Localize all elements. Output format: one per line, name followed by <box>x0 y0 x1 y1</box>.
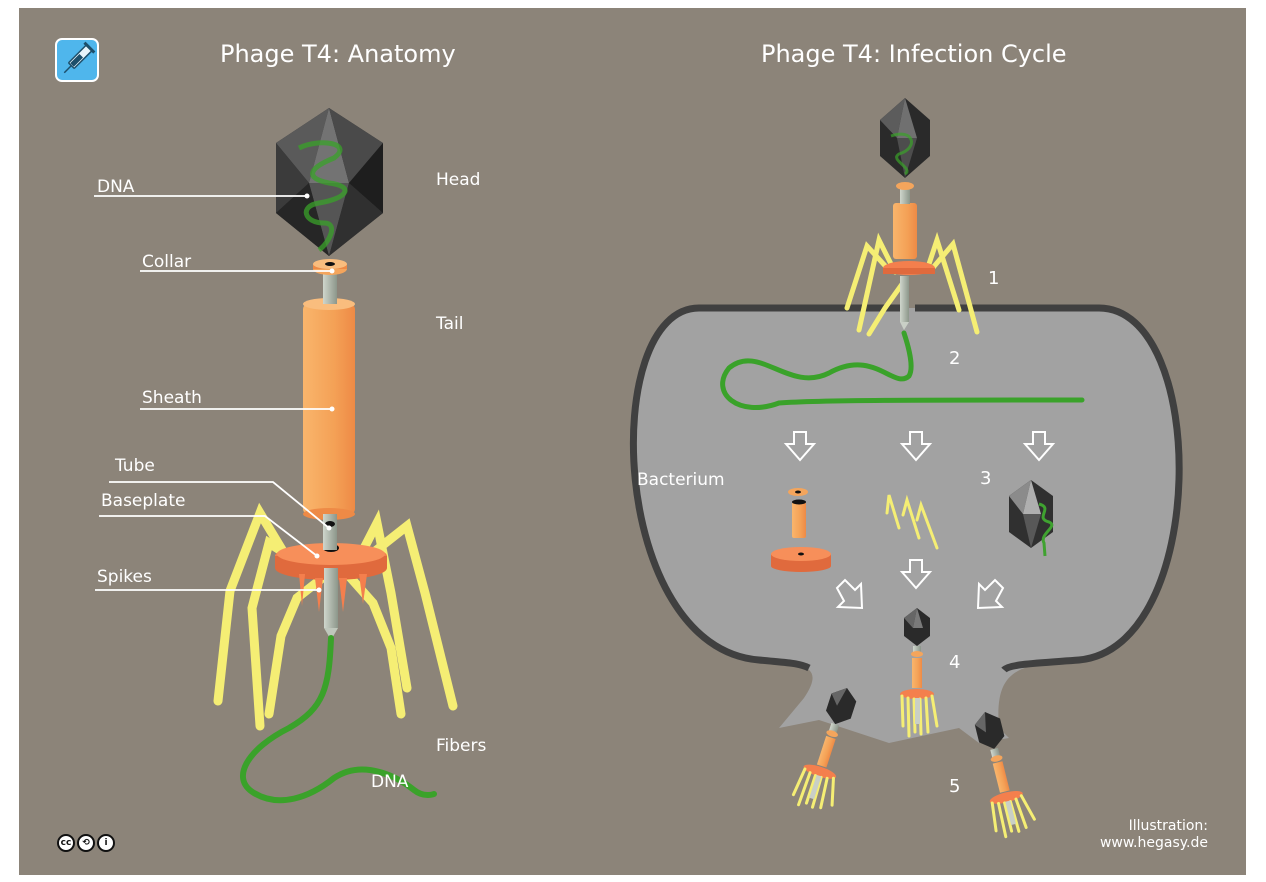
infection-cycle-title: Phage T4: Infection Cycle <box>761 40 1067 68</box>
credit-line-2: www.hegasy.de <box>1100 835 1208 852</box>
step-4-label: 4 <box>949 654 960 672</box>
cycle-phage-infecting <box>847 98 977 334</box>
sa-badge: ⟲ <box>77 834 95 852</box>
label-dna-strand: DNA <box>371 774 408 791</box>
label-dna-head: DNA <box>97 179 134 196</box>
anatomy-title: Phage T4: Anatomy <box>220 40 456 68</box>
cc-badge: cc <box>57 834 75 852</box>
label-collar: Collar <box>142 254 191 271</box>
anatomy-leader-lines <box>94 196 332 590</box>
by-badge: i <box>97 834 115 852</box>
label-fibers: Fibers <box>436 738 486 755</box>
anatomy-tube <box>323 514 337 550</box>
step-5-label: 5 <box>949 778 960 796</box>
credit-line-1: Illustration: <box>1100 818 1208 835</box>
diagram-canvas: Phage T4: Anatomy Phage T4: Infection Cy… <box>19 8 1246 875</box>
illustration-credit: Illustration: www.hegasy.de <box>1100 818 1208 852</box>
label-tail: Tail <box>436 316 463 333</box>
label-bacterium: Bacterium <box>637 472 725 489</box>
diagram-graphics <box>19 8 1246 875</box>
cycle-phage-released-right <box>968 707 1037 839</box>
label-sheath: Sheath <box>142 390 202 407</box>
label-spikes: Spikes <box>97 569 152 586</box>
step-3-label: 3 <box>980 470 991 488</box>
anatomy-head <box>276 108 383 256</box>
step-2-label: 2 <box>949 350 960 368</box>
anatomy-phage <box>94 108 453 800</box>
syringe-icon <box>55 38 99 82</box>
creative-commons-icon: cc ⟲ i <box>57 834 115 852</box>
label-head: Head <box>436 172 480 189</box>
step-1-label: 1 <box>988 270 999 288</box>
label-baseplate: Baseplate <box>101 493 185 510</box>
bacterium-cell <box>633 308 1179 743</box>
label-tube: Tube <box>115 458 155 475</box>
cycle-diagram <box>633 98 1179 839</box>
